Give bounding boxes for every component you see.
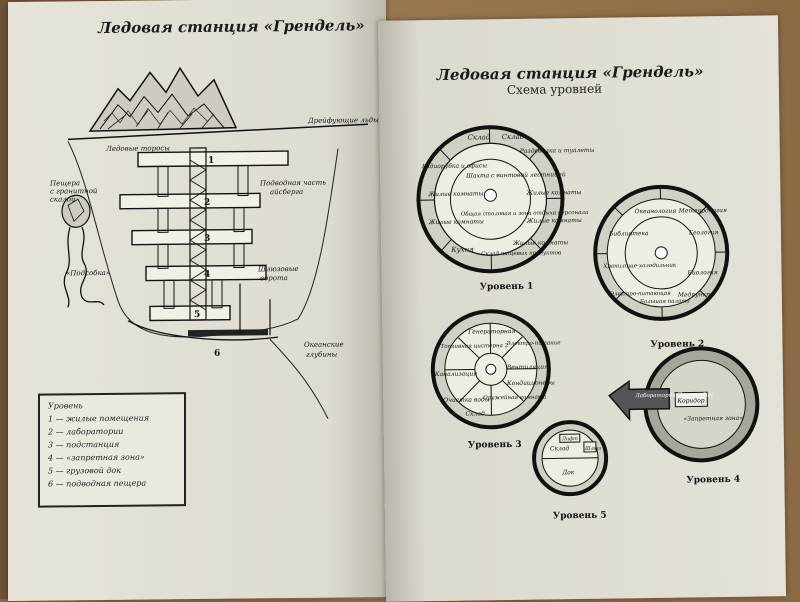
level-4-caption: Уровень 4: [686, 475, 740, 486]
station-cross-section-diagram: Дрейфующие льды Ледовые торосы Пещера с …: [8, 0, 386, 601]
l2-sector: Биология: [686, 269, 717, 276]
level-number-5: 5: [194, 310, 200, 320]
l1-sector: Кухня: [450, 245, 474, 253]
level-3-caption: Уровень 3: [468, 440, 522, 451]
label-underwater-1: Подводная часть: [259, 179, 326, 188]
label-drift-ice: Дрейфующие льды: [307, 116, 379, 125]
label-cave-3: скалой: [50, 195, 76, 203]
l1-sector: Раздевалка и туалеты: [519, 147, 595, 155]
l3-sector: Оружейная комната: [483, 395, 546, 402]
level-number-2: 2: [204, 198, 210, 208]
label-ocean-1: Океанские: [304, 340, 344, 348]
level-legend: Уровень 1 — жилые помещения 2 — лаборато…: [38, 392, 186, 508]
l2-sector: Библиотека: [608, 230, 649, 238]
l5-sector: Лифт: [561, 435, 578, 442]
l2-sector: Электро-питающая: [610, 291, 671, 298]
levels-scheme-diagram: Склад Склад Раздевалка и туалеты Радиору…: [378, 15, 786, 602]
label-ice-hummocks: Ледовые торосы: [105, 144, 170, 153]
label-underwater-2: айсберга: [270, 188, 303, 196]
l1-sector: Жилые комнаты: [512, 239, 568, 247]
l1-sector: Жилые комнаты: [526, 217, 582, 225]
l2-sector: Большая палата: [639, 298, 690, 305]
legend-title: Уровень: [48, 400, 176, 410]
l3-sector: Канализация: [434, 370, 477, 378]
legend-item: 2 — лаборатории: [48, 426, 176, 436]
legend-item: 4 — «запретная зона»: [48, 452, 176, 462]
l2-sector: Хранилище-холодильник: [602, 263, 677, 270]
iceberg-peaks: [90, 68, 236, 132]
level-number-6: 6: [214, 349, 220, 359]
legend-item: 1 — жилые помещения: [48, 413, 176, 423]
label-lock-1: Шлюзовые: [257, 265, 299, 273]
l1-sector: Склад: [502, 133, 525, 141]
l3-sector: Вентиляция: [506, 363, 548, 371]
level-number-3: 3: [204, 234, 210, 244]
label-cave-2: с гранитной: [50, 187, 98, 196]
l1-sector: Шахта с винтовой лестницей: [465, 171, 566, 179]
l2-sector: Океанология: [635, 208, 677, 216]
legend-item: 6 — подводная пещера: [48, 478, 176, 488]
legend-item: 5 — грузовой док: [48, 465, 176, 475]
legend-item: 3 — подстанция: [48, 439, 176, 449]
label-pods: «Подсобка»: [66, 269, 110, 277]
l3-sector: Склад: [465, 410, 485, 417]
l2-sector: Геология: [688, 229, 719, 236]
level-3-diagram: Генераторная Топливная цистерна 2 Электр…: [432, 310, 563, 428]
l2-sector: Метеорология: [678, 207, 727, 215]
l5-sector: Док: [561, 469, 575, 476]
level-number-4: 4: [204, 270, 210, 280]
level-5-caption: Уровень 5: [553, 511, 607, 522]
level-1-diagram: Склад Склад Раздевалка и туалеты Радиору…: [417, 126, 596, 272]
l5-sector: Шлюз: [584, 446, 601, 452]
l1-sector: Жилые комнаты: [427, 190, 483, 198]
l3-sector: Кондиционеры: [506, 379, 555, 387]
label-ocean-2: глубины: [306, 351, 337, 359]
l1-sector: Радиорубка и офисы: [421, 162, 487, 170]
cave-with-granite-rock: [62, 195, 104, 307]
l5-sector: Склад: [550, 445, 570, 452]
right-page: Ледовая станция «Грендель» Схема уровней…: [378, 15, 786, 602]
left-page: Ледовая станция «Грендель» Дрейфующие ль…: [8, 0, 386, 601]
l1-sector: Жилые комнаты: [525, 189, 581, 197]
dock-submarine: [188, 329, 268, 336]
level-4-diagram: Лаборатории Платтсбич Коридор «Запретная…: [609, 348, 759, 462]
l2-sector: Медпункт: [677, 291, 712, 298]
l4-sector: «Запретная зона»: [684, 415, 744, 423]
l3-sector: Электро-питание: [506, 340, 561, 347]
l3-sector: Генераторная: [467, 328, 515, 336]
level-1-caption: Уровень 1: [480, 282, 534, 293]
l4-sector: Коридор: [676, 397, 704, 404]
label-lock-2: ворота: [260, 274, 288, 282]
level-number-1: 1: [208, 156, 214, 166]
l1-sector: Склад пищевых продуктов: [481, 250, 561, 257]
l1-sector: Склад: [468, 133, 491, 141]
l1-sector: Жилые комнаты: [428, 218, 484, 226]
level-5-diagram: Лифт Склад Шлюз Док: [534, 422, 607, 495]
level-2-diagram: Океанология Метеорология Библиотека Геол…: [594, 186, 728, 320]
l3-sector: Топливная цистерна 2: [440, 343, 508, 350]
